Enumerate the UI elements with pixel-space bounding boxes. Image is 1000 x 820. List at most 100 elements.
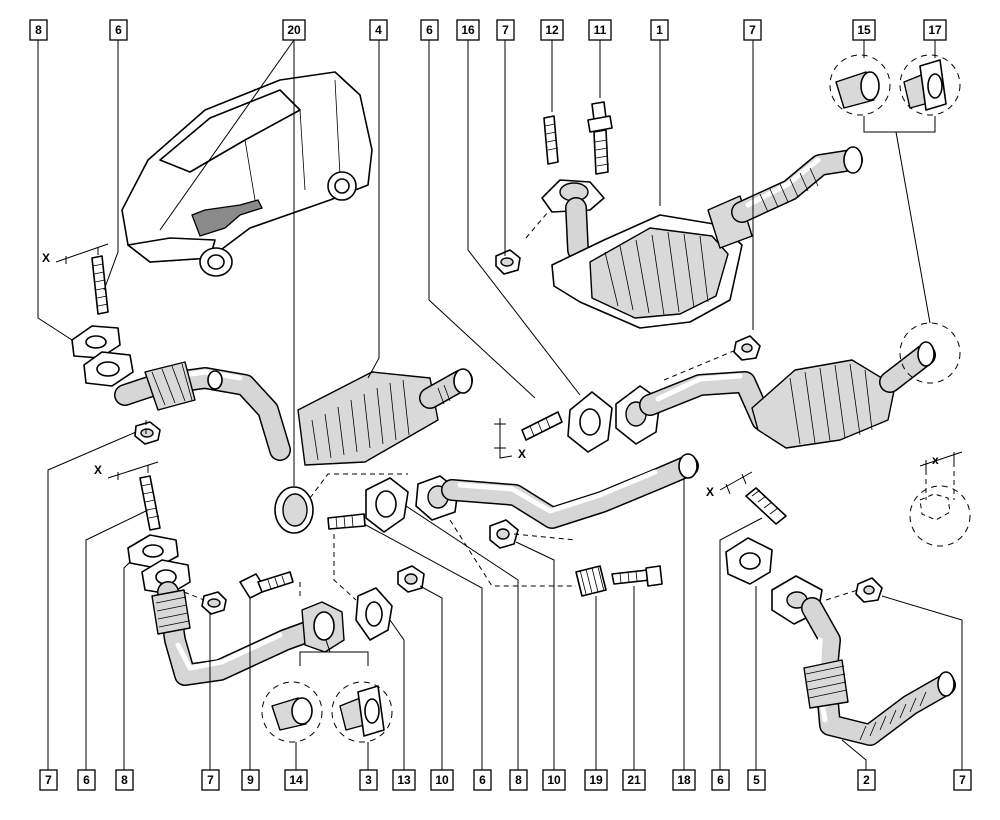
nut-7-right-mid: [733, 335, 761, 361]
svg-text:4: 4: [375, 23, 382, 37]
callout-bottom-7: 7: [39, 769, 58, 791]
callout-bottom-6c: 6: [711, 769, 730, 791]
stud-6-top: [91, 255, 109, 315]
svg-text:8: 8: [35, 23, 42, 37]
svg-text:1: 1: [656, 23, 663, 37]
svg-text:5: 5: [753, 773, 760, 787]
svg-text:3: 3: [365, 773, 372, 787]
vehicle-illustration: [121, 71, 373, 277]
detail-15-17: [829, 54, 961, 116]
callout-bottom-5: 5: [747, 769, 766, 791]
bolt-11: [587, 101, 613, 175]
svg-text:8: 8: [121, 773, 128, 787]
detail-x-right: [909, 485, 971, 547]
callout-top-20: 20: [282, 19, 306, 41]
front-catalyst-4: [297, 368, 473, 466]
callout-top-15: 15: [852, 19, 876, 41]
intermediate-pipe-18: [415, 453, 699, 529]
svg-text:15: 15: [857, 23, 871, 37]
svg-text:10: 10: [547, 773, 561, 787]
callout-bottom-13: 13: [392, 769, 416, 791]
callout-top-8: 8: [29, 19, 48, 41]
svg-text:7: 7: [502, 23, 509, 37]
bolt-9: [239, 571, 294, 599]
callout-bottom-19: 19: [584, 769, 608, 791]
callout-bottom-8b: 8: [509, 769, 528, 791]
svg-text:x: x: [932, 453, 939, 467]
svg-text:6: 6: [115, 23, 122, 37]
svg-text:6: 6: [479, 773, 486, 787]
flange-gasket-8-top: [71, 325, 134, 387]
stud-6-lower: [139, 475, 161, 531]
svg-text:8: 8: [515, 773, 522, 787]
svg-text:13: 13: [397, 773, 411, 787]
svg-text:6: 6: [83, 773, 90, 787]
callout-bottom-9: 9: [241, 769, 260, 791]
svg-text:16: 16: [461, 23, 475, 37]
callout-top-11: 11: [588, 19, 612, 41]
callout-bottom-6b: 6: [473, 769, 492, 791]
svg-text:17: 17: [928, 23, 942, 37]
axis-marker-right: X: [706, 471, 753, 499]
svg-text:18: 18: [677, 773, 691, 787]
callout-bottom-7b: 7: [201, 769, 220, 791]
callout-bottom-8: 8: [115, 769, 134, 791]
callout-top-17: 17: [923, 19, 947, 41]
callout-bottom-18: 18: [672, 769, 696, 791]
svg-text:10: 10: [435, 773, 449, 787]
svg-text:21: 21: [627, 773, 641, 787]
callout-bottom-3: 3: [359, 769, 378, 791]
callout-top-6b: 6: [420, 19, 439, 41]
catalytic-converter-1: [541, 146, 863, 329]
callout-top-6: 6: [109, 19, 128, 41]
callout-bottom-7c: 7: [953, 769, 972, 791]
nut-7-right-lower: [855, 577, 883, 603]
svg-text:6: 6: [717, 773, 724, 787]
svg-text:7: 7: [959, 773, 966, 787]
nut-7-lower: [201, 591, 227, 615]
callout-top-7: 7: [496, 19, 515, 41]
callout-top-1: 1: [650, 19, 669, 41]
flange-gasket-8-lower: [127, 534, 179, 569]
axis-marker-centre: X: [494, 418, 526, 461]
svg-text:2: 2: [863, 773, 870, 787]
svg-text:12: 12: [545, 23, 559, 37]
gasket-8-centre: [365, 477, 409, 533]
svg-text:20: 20: [287, 23, 301, 37]
callout-bottom-2: 2: [857, 769, 876, 791]
svg-text:X: X: [518, 447, 526, 461]
stud-6-right-lower: [745, 487, 787, 525]
svg-text:11: 11: [594, 23, 607, 37]
detail-14-3: [261, 681, 393, 743]
front-pipe-left: [114, 361, 291, 461]
callout-bottom-6: 6: [77, 769, 96, 791]
svg-text:7: 7: [207, 773, 214, 787]
callout-bottom-10b: 10: [542, 769, 566, 791]
rear-catalyst-assembly: [615, 322, 961, 449]
nut-7-top: [495, 249, 521, 275]
gasket-ring-20: [274, 486, 314, 534]
callout-bottom-21: 21: [622, 769, 646, 791]
svg-text:X: X: [94, 463, 102, 477]
svg-text:6: 6: [426, 23, 433, 37]
svg-text:X: X: [42, 251, 50, 265]
stud-12: [543, 115, 559, 165]
svg-text:7: 7: [749, 23, 756, 37]
spring-19-bolt-21: [575, 565, 663, 597]
front-pipe-lower: [141, 559, 345, 686]
axis-marker-top-left: X: [42, 243, 109, 265]
svg-text:7: 7: [45, 773, 52, 787]
callout-bottom-10: 10: [430, 769, 454, 791]
gasket-13: [355, 587, 393, 641]
callout-top-4: 4: [369, 19, 388, 41]
callout-bottom-14: 14: [284, 769, 308, 791]
svg-text:X: X: [706, 485, 714, 499]
svg-text:9: 9: [247, 773, 254, 787]
callout-top-16: 16: [456, 19, 480, 41]
rear-pipe-2: [771, 575, 956, 746]
axis-marker-lower-left: X: [94, 461, 159, 480]
stud-6-centre: [327, 513, 366, 530]
leader-lines: [37, 39, 963, 770]
gasket-5: [725, 537, 773, 585]
